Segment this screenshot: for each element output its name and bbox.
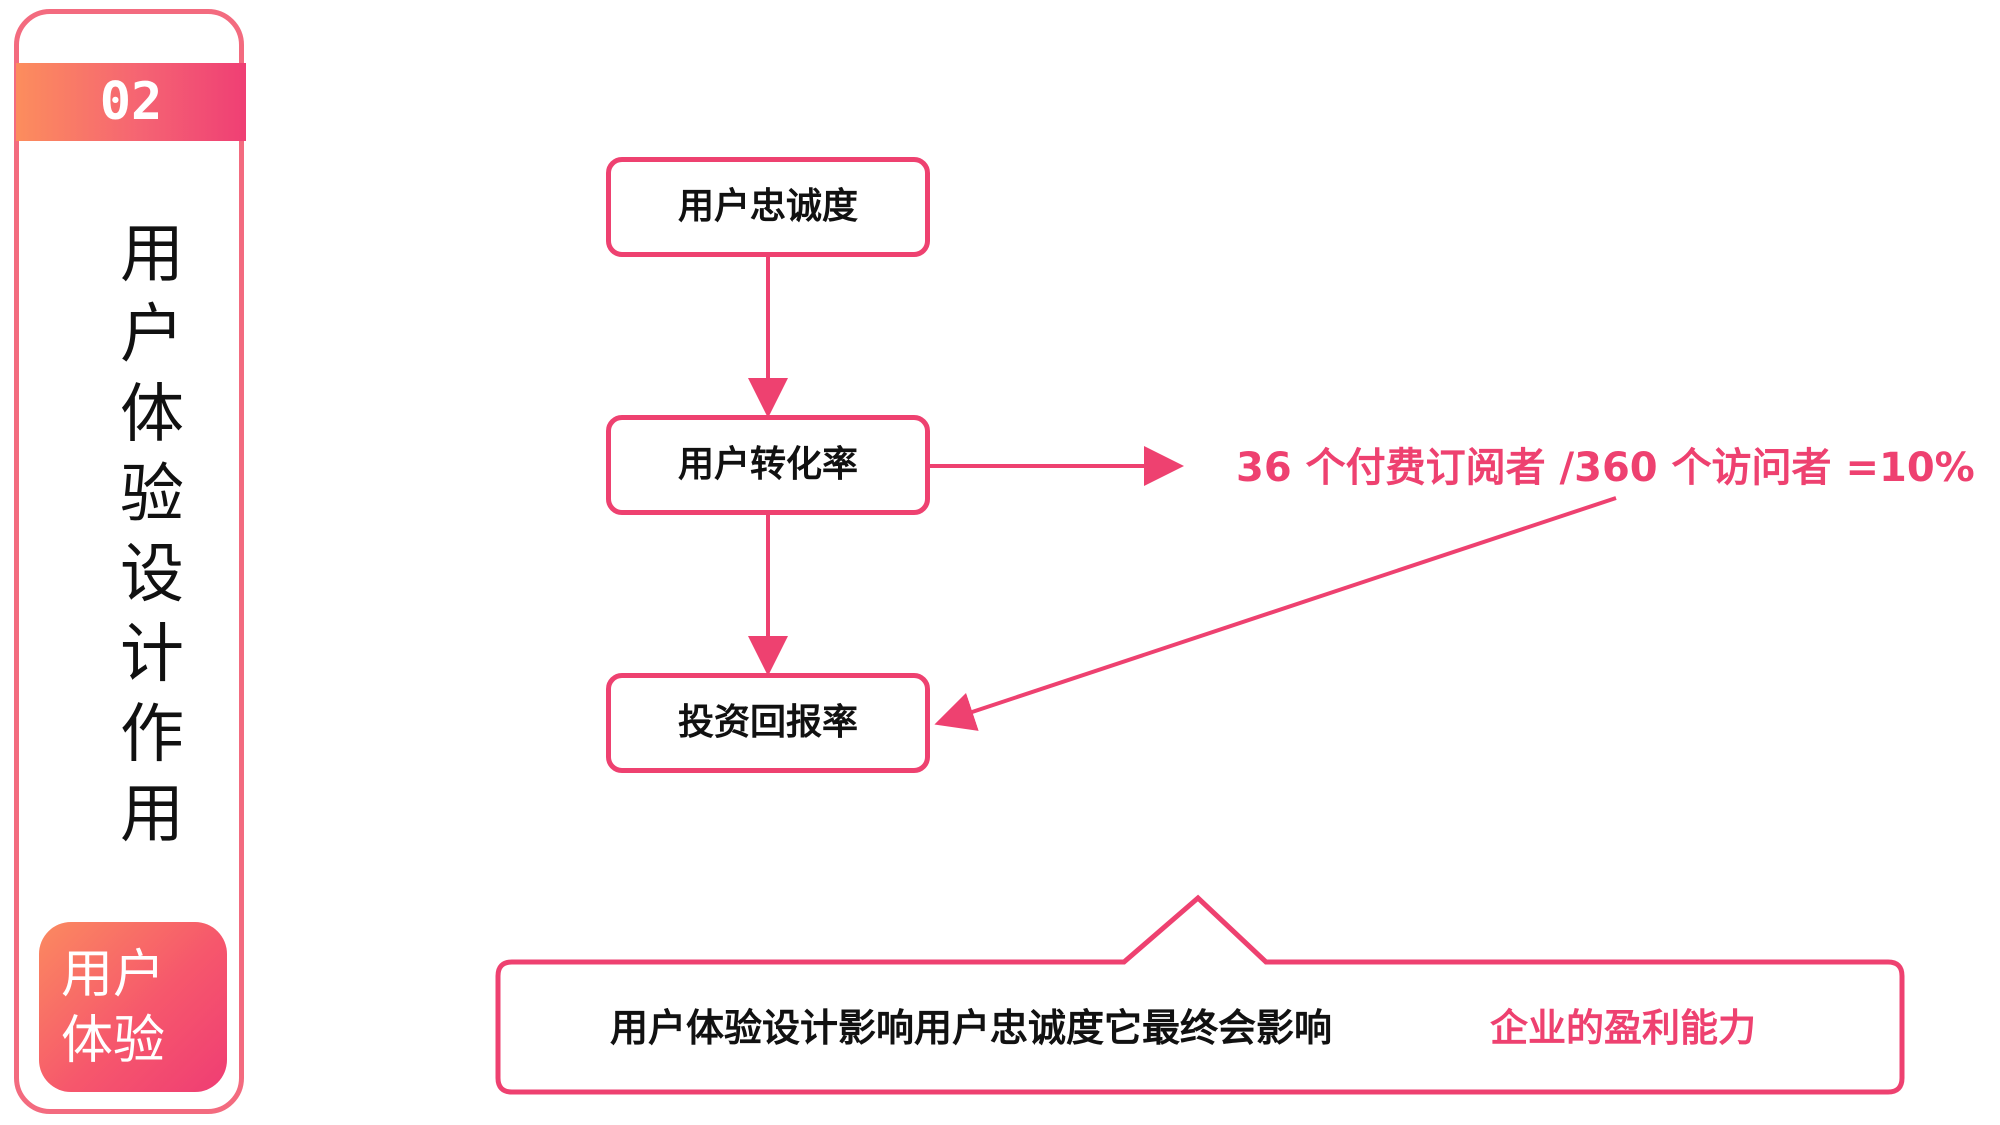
section-number: 02	[99, 72, 163, 132]
arrow-formula-to-roi	[934, 496, 1617, 731]
section-number-bar	[16, 63, 246, 141]
section-badge: 用户体验	[39, 922, 227, 1092]
callout-text: 用户体验设计影响用户忠诚度它最终会影响	[610, 1006, 1333, 1050]
flow-box-conversion-rate: 用户转化率	[606, 415, 930, 515]
callout-highlight: 企业的盈利能力	[1490, 1006, 1757, 1050]
flow-box-user-loyalty: 用户忠诚度	[606, 157, 930, 257]
flow-box-roi: 投资回报率	[606, 673, 930, 773]
section-title: 用户体验设计作用	[120, 218, 184, 852]
conversion-formula: 36 个付费订阅者 /360 个访问者 =10%	[1236, 445, 1975, 491]
